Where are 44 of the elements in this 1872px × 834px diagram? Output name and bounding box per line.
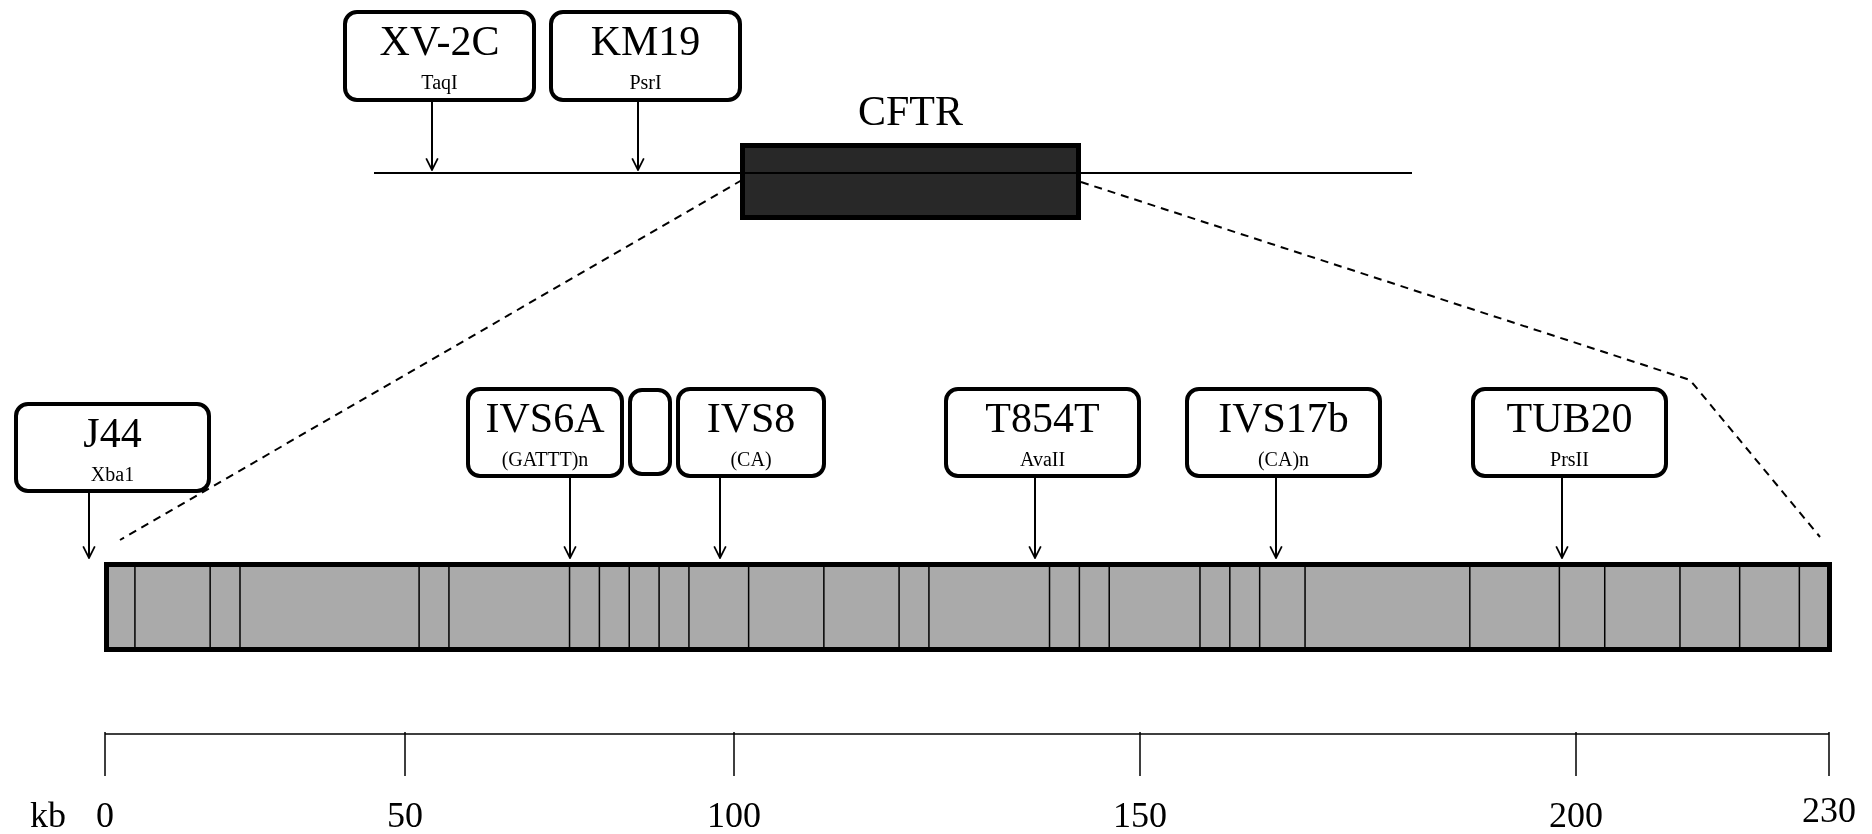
enzyme-label: Xba1 xyxy=(90,462,135,486)
enzyme-label: PrsII xyxy=(1550,447,1589,471)
enzyme-label: PsrI xyxy=(629,70,662,94)
marker-box xyxy=(1185,387,1382,478)
marker-box xyxy=(944,387,1141,478)
arrow xyxy=(713,477,727,559)
marker-box xyxy=(1471,387,1668,478)
gene-exon-bar xyxy=(104,562,1832,652)
scale-number: 150 xyxy=(1113,795,1167,834)
marker-name: TUB20 xyxy=(1506,395,1633,441)
scale-number: 200 xyxy=(1549,795,1603,834)
marker-name: IVS6A xyxy=(485,395,605,441)
marker-name: KM19 xyxy=(590,18,701,64)
arrow xyxy=(82,492,96,559)
marker-name: IVS8 xyxy=(706,395,796,441)
zoom-line xyxy=(1080,181,1821,538)
marker-box xyxy=(343,10,536,102)
scale-number: 230 xyxy=(1802,790,1856,830)
marker-box xyxy=(549,10,742,102)
marker-name: T854T xyxy=(985,395,1100,441)
marker-box xyxy=(466,387,624,478)
gene-name: CFTR xyxy=(857,88,963,134)
enzyme-label: (CA)n xyxy=(1257,447,1310,471)
arrow xyxy=(1028,477,1042,559)
enzyme-label: AvaII xyxy=(1019,447,1066,471)
marker-name: XV-2C xyxy=(379,18,500,64)
marker-name: IVS17b xyxy=(1218,395,1349,441)
arrow xyxy=(1555,477,1569,559)
arrow xyxy=(425,101,439,171)
empty-marker-box xyxy=(628,388,672,476)
marker-box xyxy=(676,387,826,478)
scale-number: 50 xyxy=(387,795,423,834)
scale-number: 0 xyxy=(96,795,114,834)
unit-label: kb xyxy=(30,795,66,834)
enzyme-label: (GATTT)n xyxy=(501,447,589,471)
arrow xyxy=(563,477,577,559)
enzyme-label: (CA) xyxy=(730,447,772,471)
enzyme-label: TaqI xyxy=(421,70,458,94)
arrow xyxy=(1269,477,1283,559)
marker-box xyxy=(14,402,211,493)
marker-name: J44 xyxy=(83,410,142,456)
scale-number: 100 xyxy=(707,795,761,834)
arrow xyxy=(631,101,645,171)
chromosome-line xyxy=(374,172,1412,174)
